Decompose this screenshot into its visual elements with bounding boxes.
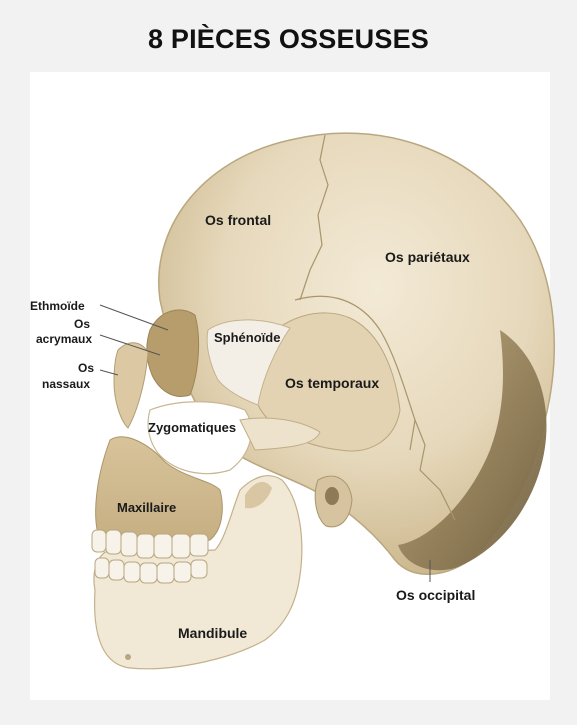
- label-mandibule: Mandibule: [178, 625, 247, 641]
- nasal-bone-shape: [114, 343, 148, 428]
- mental-foramen: [125, 654, 131, 660]
- label-maxillaire: Maxillaire: [117, 500, 176, 515]
- ear-canal: [325, 487, 339, 505]
- label-os-nasaux-line2: nassaux: [42, 377, 90, 391]
- label-sphenoide: Sphénoïde: [214, 330, 280, 345]
- label-os-occipital: Os occipital: [396, 587, 475, 603]
- label-os-nasaux-line1: Os: [78, 361, 94, 375]
- ethmoide-leader: [100, 305, 168, 330]
- label-os-lacrymaux-line2: acrymaux: [36, 332, 92, 346]
- label-zygomatiques: Zygomatiques: [148, 420, 236, 435]
- label-os-parietaux: Os pariétaux: [385, 249, 470, 265]
- label-os-lacrymaux-line1: Os: [74, 317, 90, 331]
- label-os-frontal: Os frontal: [205, 212, 271, 228]
- label-ethmoide: Ethmoïde: [30, 299, 85, 313]
- label-os-temporaux: Os temporaux: [285, 375, 379, 391]
